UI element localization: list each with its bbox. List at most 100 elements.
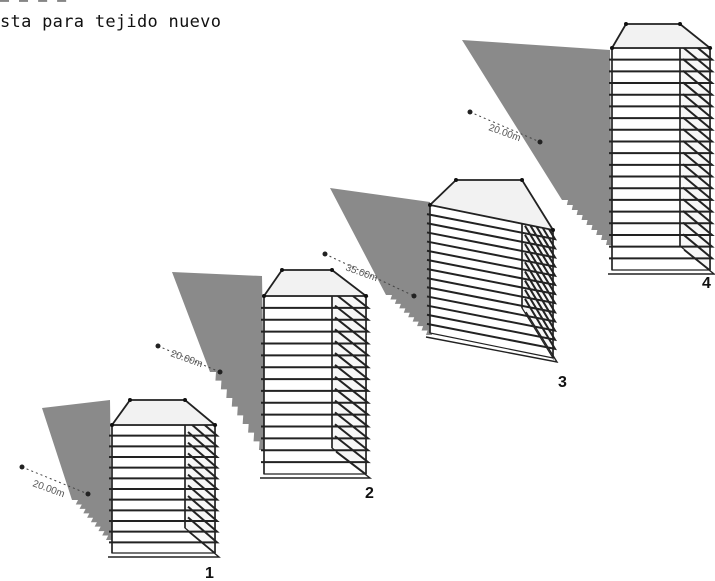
- floor-slab-3-11: [426, 280, 558, 332]
- floor-slab-1-9: [109, 495, 220, 522]
- dimension-line-1: [21, 466, 89, 495]
- dimension-end-b-2: [217, 369, 223, 375]
- dimension-end-a-3: [322, 251, 328, 257]
- dimension-label-1: 20.00m: [31, 478, 66, 500]
- building-3: [322, 177, 559, 363]
- roof-corner-2-3: [262, 294, 266, 298]
- floor-slab-4-8: [609, 116, 715, 143]
- building-number-4: 4: [702, 275, 711, 292]
- building-number-3: 3: [558, 374, 567, 391]
- caption-cut-line: — — — —: [0, 0, 67, 9]
- floor-slab-4-15: [609, 198, 715, 225]
- floor-slab-3-6: [426, 234, 558, 287]
- floor-slab-1-5: [109, 452, 220, 480]
- floor-slab-4-10: [609, 140, 715, 166]
- shadow-1: [42, 400, 112, 540]
- floor-slab-2-10: [261, 387, 371, 416]
- roof-corner-4-3: [610, 46, 614, 50]
- dimension-end-a-1: [19, 464, 25, 470]
- floor-slab-3-9: [426, 261, 558, 314]
- floor-slab-4-17: [609, 221, 715, 248]
- roof-corner-3-0: [454, 178, 458, 182]
- floor-slab-2-6: [261, 340, 371, 369]
- building-2: [155, 268, 373, 479]
- floor-slab-1-8: [109, 484, 220, 512]
- floor-slab-2-9: [261, 376, 371, 404]
- dimension-end-a-2: [155, 343, 161, 349]
- dimension-end-b-4: [537, 139, 543, 145]
- floor-slab-3-4: [426, 216, 558, 268]
- dimension-end-b-1: [85, 491, 91, 497]
- floor-slab-4-12: [609, 163, 715, 190]
- floor-slab-2-13: [261, 423, 371, 452]
- roof-corner-4-2: [708, 46, 712, 50]
- dimension-line-3: [324, 253, 415, 297]
- floor-slab-3-5: [426, 225, 558, 278]
- floor-slab-2-4: [261, 316, 371, 345]
- caption: sta para tejido nuevo: [0, 12, 222, 32]
- building-number-2: 2: [365, 485, 374, 502]
- roof-corner-3-1: [520, 178, 524, 182]
- floor-slab-4-2: [609, 46, 715, 73]
- floor-slab-1-3: [109, 431, 220, 458]
- dimension-line-2: [157, 345, 221, 373]
- shadow-2: [172, 272, 265, 450]
- floor-slab-1-7: [109, 473, 220, 501]
- floor-slab-4-16: [609, 210, 715, 236]
- floor-slab-4-4: [609, 69, 715, 96]
- building-4: [462, 22, 715, 275]
- roof-corner-2-2: [364, 294, 368, 298]
- floor-slab-4-14: [609, 186, 715, 213]
- floor-slab-2-11: [261, 399, 371, 428]
- dimension-end-b-3: [411, 293, 417, 299]
- floor-slab-4-18: [609, 233, 715, 260]
- building-1: [19, 398, 221, 558]
- floor-slab-3-10: [426, 270, 558, 323]
- building-labels: 1 2 3 4: [205, 275, 711, 581]
- floor-slab-4-9: [609, 128, 715, 155]
- roof-corner-4-0: [624, 22, 628, 26]
- dimension-end-a-4: [467, 109, 473, 115]
- roof-corner-2-0: [280, 268, 284, 272]
- floor-slab-2-12: [261, 411, 371, 440]
- base-1: [108, 531, 221, 558]
- roof-corner-1-1: [183, 398, 187, 402]
- floor-slab-2-14: [261, 435, 371, 464]
- roof-corner-3-3: [428, 203, 432, 207]
- roof-corner-3-2: [551, 228, 555, 232]
- shadow-3: [330, 188, 432, 335]
- floor-slab-1-11: [109, 516, 220, 544]
- floor-slab-2-5: [261, 328, 371, 357]
- floor-slab-4-6: [609, 93, 715, 120]
- floor-slab-1-4: [109, 441, 220, 469]
- floor-slab-2-2: [261, 292, 371, 321]
- roof-corner-1-0: [128, 398, 132, 402]
- shadow-4: [462, 40, 612, 245]
- roof-corner-1-2: [213, 423, 217, 427]
- floor-slab-4-3: [609, 58, 715, 85]
- floor-slab-3-13: [426, 298, 558, 351]
- floor-slab-2-3: [261, 304, 371, 333]
- base-2: [260, 451, 373, 479]
- floor-slab-3-12: [426, 289, 558, 342]
- floor-slab-4-13: [609, 175, 715, 201]
- floor-slab-2-7: [261, 352, 371, 381]
- roof-corner-4-1: [678, 22, 682, 26]
- roof-corner-1-3: [110, 423, 114, 427]
- floor-slab-3-8: [426, 252, 558, 305]
- base-4: [608, 249, 715, 275]
- floor-slab-1-2: [109, 420, 220, 448]
- roof-corner-2-1: [330, 268, 334, 272]
- floor-slab-4-11: [609, 151, 715, 178]
- base-3: [425, 311, 559, 363]
- floor-slab-4-7: [609, 105, 715, 131]
- dimension-label-2: 20.00m: [169, 348, 204, 370]
- floor-slab-4-5: [609, 81, 715, 108]
- buildings-layer: [19, 22, 715, 558]
- floor-slab-3-7: [426, 243, 558, 296]
- floor-slab-1-6: [109, 463, 220, 490]
- roof-4: [610, 23, 713, 49]
- building-number-1: 1: [205, 565, 214, 581]
